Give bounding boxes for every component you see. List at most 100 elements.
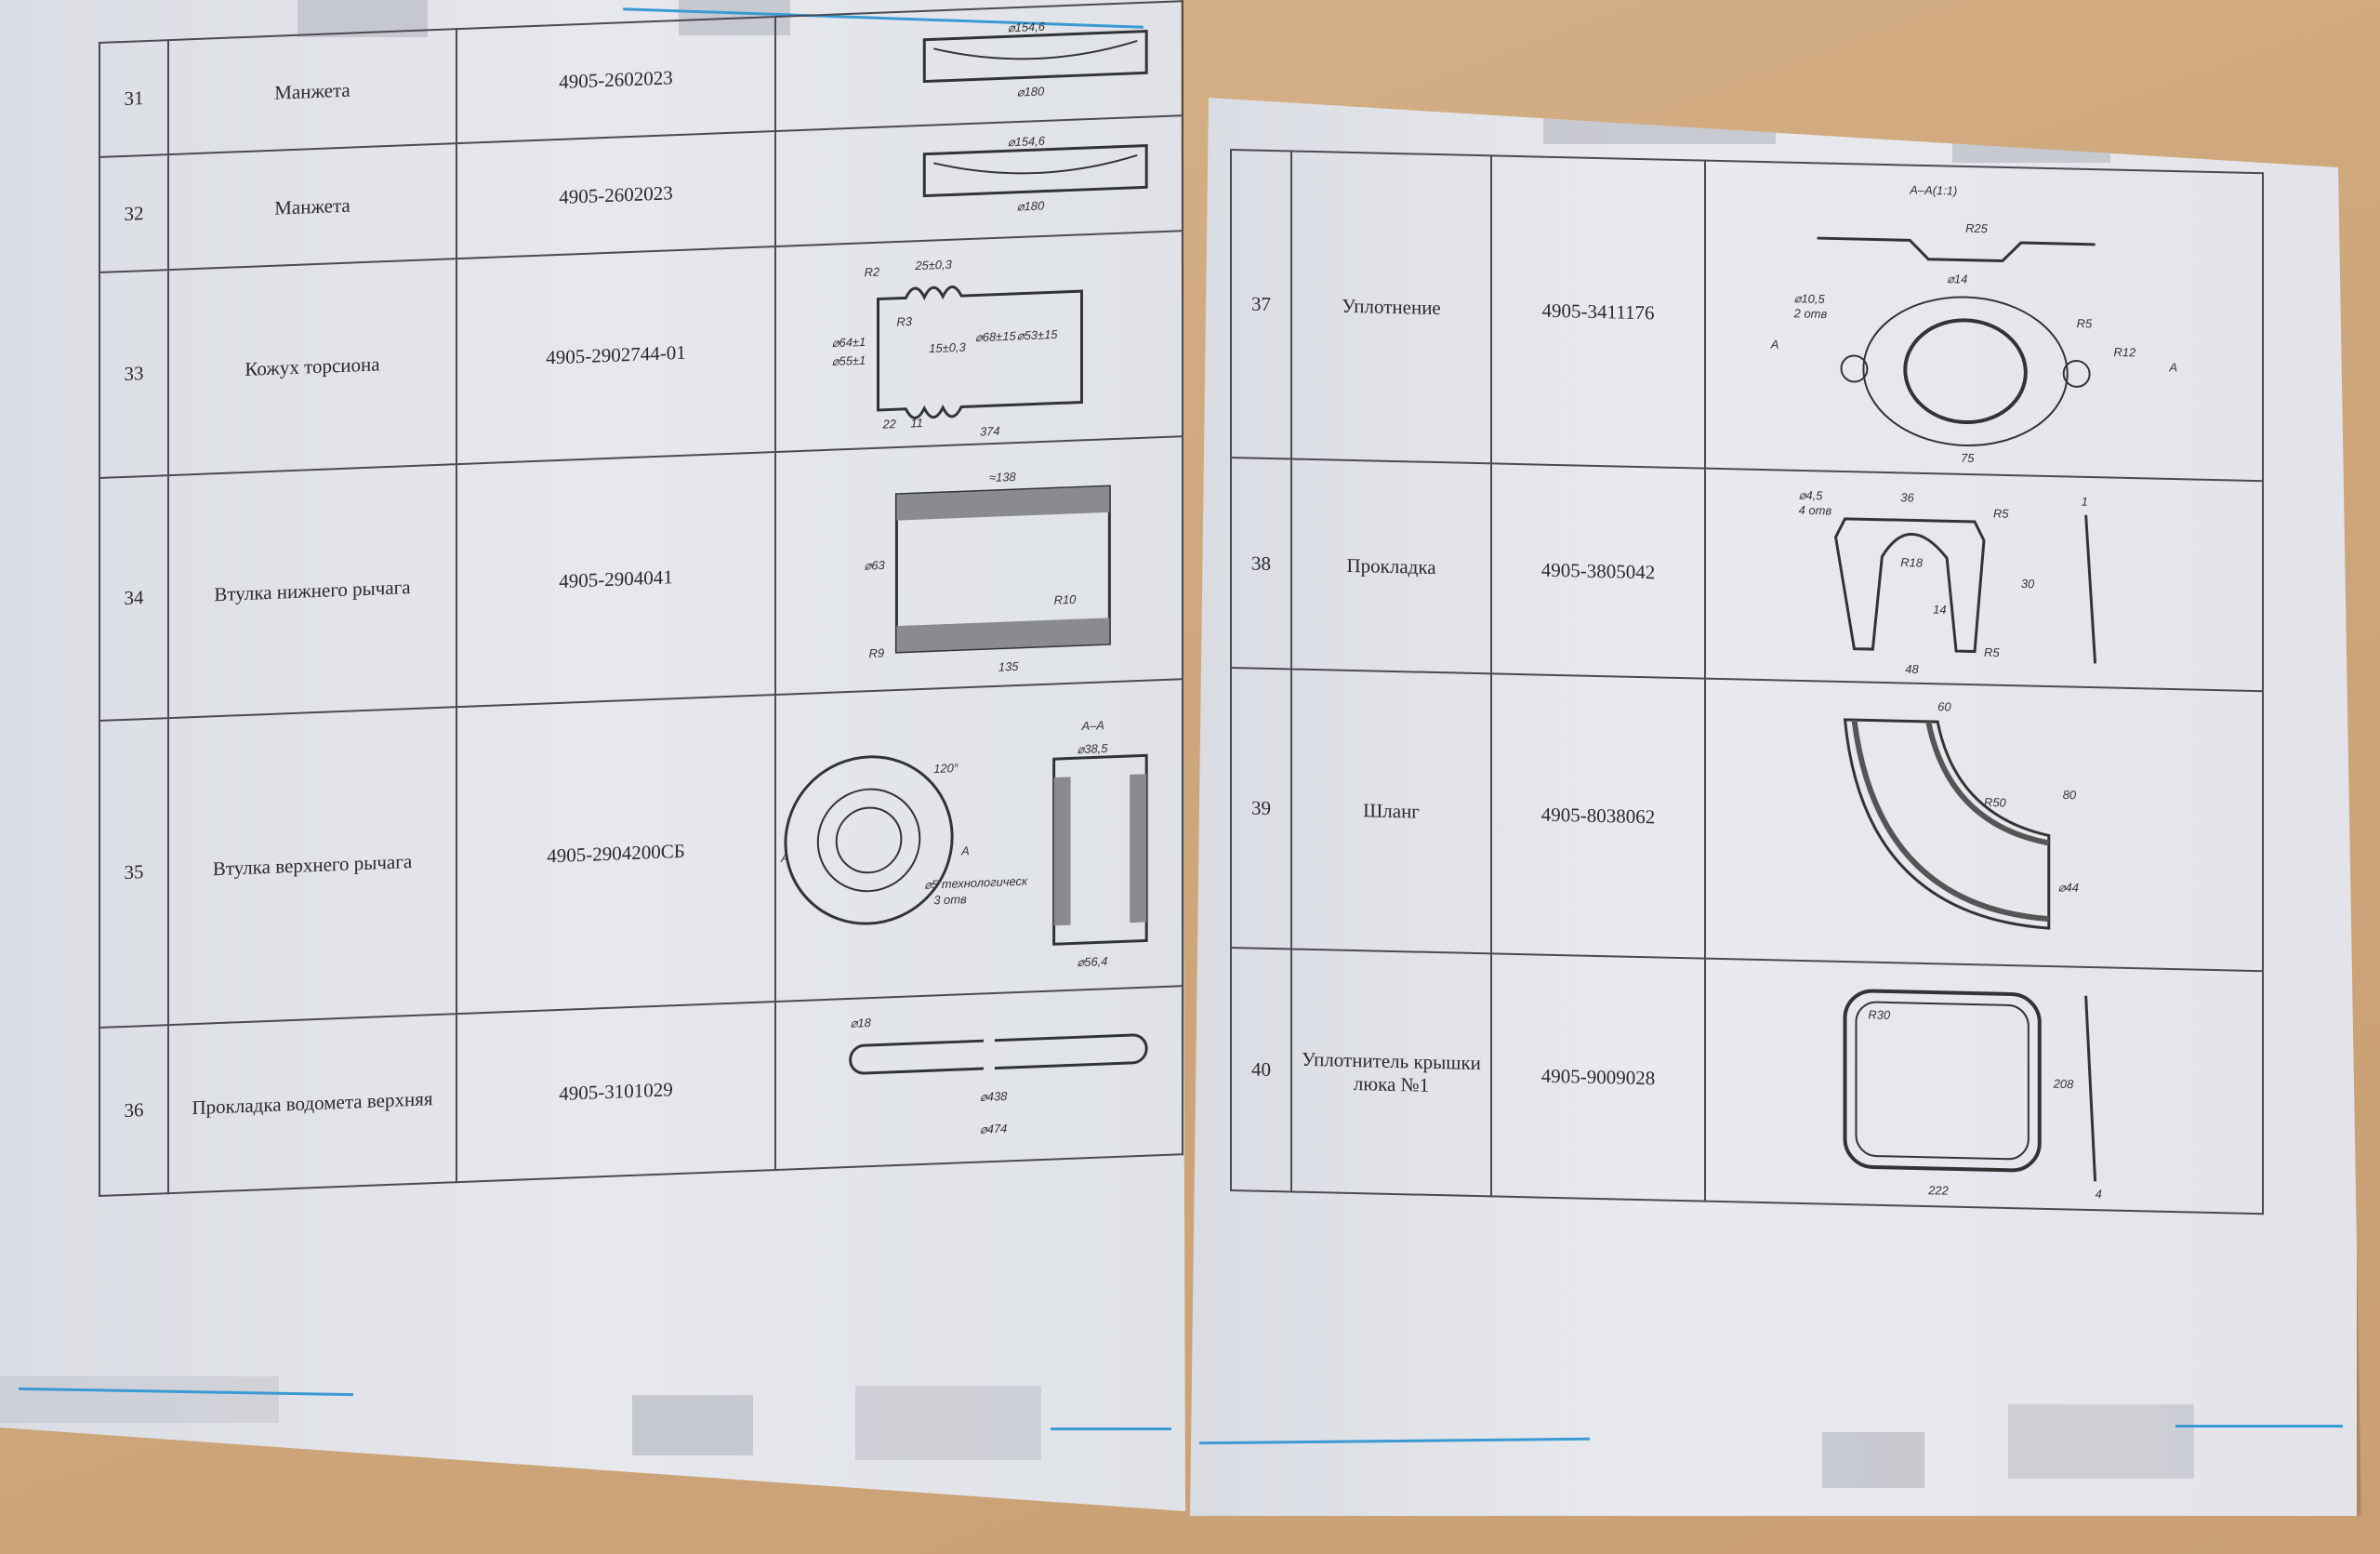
row-number: 32 [99,154,168,272]
header-decoration [298,0,428,37]
footer-blue-line [1051,1428,1171,1430]
dim-label: R5 [1984,645,2000,659]
section-marker: А [2168,360,2177,374]
part-drawing-cuff: ⌀154,6 ⌀180 [775,1,1183,132]
row-number: 37 [1231,150,1291,459]
dim-label: ≈138 [989,470,1016,485]
part-drawing-cuff: ⌀154,6 ⌀180 [775,115,1183,246]
header-decoration [679,0,790,35]
dim-label: ⌀44 [2058,881,2079,896]
part-drawing-torsion-boot: R2 25±0,3 R3 ⌀64±1 ⌀55±1 15±0,3 ⌀68±15 ⌀… [775,231,1183,452]
dim-label: R30 [1868,1008,1891,1023]
part-name: Шланг [1291,669,1491,954]
dim-label: ⌀64±1 [832,335,866,350]
part-drawing-upper-arm-bushing: А–А 120° А А ⌀5 технологическ 3 отв ⌀38,… [775,678,1183,1003]
footer-decoration [1822,1432,1924,1488]
part-drawing-lower-arm-bushing: ≈138 ⌀63 R10 R9 135 [775,436,1183,695]
dim-label: R18 [1900,555,1924,570]
row-number: 33 [99,269,168,478]
dim-label: 30 [2021,577,2035,591]
dim-label: 1 [2082,495,2088,509]
section-label: А–А(1:1) [1909,182,1957,197]
part-drawing-hatch-seal: R30 208 222 4 [1705,958,2263,1215]
dim-label: ⌀18 [851,1016,872,1030]
section-marker: А [1770,338,1779,352]
table-row: 36 Прокладка водомета верхняя 4905-31010… [99,986,1183,1197]
part-code: 4905-2904041 [456,451,775,707]
dim-label: ⌀438 [980,1089,1008,1104]
dim-label: 3 отв [933,892,967,907]
parts-table-left: 31 Манжета 4905-2602023 ⌀154,6 ⌀180 32 М… [99,0,1183,1197]
dim-label: ⌀180 [1017,199,1045,214]
table-row: 32 Манжета 4905-2602023 ⌀154,6 ⌀180 [99,115,1183,272]
table-row: 40 Уплотнитель крышки люка №1 4905-90090… [1231,948,2263,1215]
dim-label: R12 [2114,345,2136,360]
footer-blue-line [2175,1425,2343,1428]
part-drawing-hose: 60 R50 80 ⌀44 [1705,678,2263,972]
dim-label: 80 [2063,788,2077,802]
dim-label: ⌀4,5 [1799,488,1824,503]
dim-label: ⌀55±1 [832,353,866,368]
dim-label: 2 отв [1793,306,1828,321]
part-code: 4905-3805042 [1491,463,1705,679]
dim-label: 4 отв [1799,503,1832,518]
dim-label: ⌀63 [865,558,886,573]
section-label: А–А [1080,718,1104,733]
row-number: 38 [1231,457,1291,670]
dim-label: 14 [1933,603,1946,617]
table-row: 34 Втулка нижнего рычага 4905-2904041 ≈1… [99,436,1183,721]
dim-label: ⌀38,5 [1078,741,1109,756]
row-number: 34 [99,474,168,721]
dim-label: 48 [1905,662,1919,676]
part-name: Манжета [168,29,456,155]
dim-label: R5 [2077,316,2093,330]
part-drawing-gasket: ⌀4,5 4 отв 36 R5 R18 30 14 48 R5 1 [1705,468,2263,692]
dim-label: 25±0,3 [914,257,952,272]
dim-label: ⌀68±15 [975,328,1016,344]
dim-label: 208 [2053,1077,2074,1092]
table-row: 38 Прокладка 4905-3805042 ⌀4,5 4 отв 36 … [1231,457,2263,692]
header-decoration [1952,126,2110,163]
dim-label: ⌀154,6 [1008,134,1046,150]
part-code: 4905-2904200СБ [456,694,775,1015]
dim-label: ⌀14 [1947,272,1967,286]
dim-label: 222 [1927,1183,1949,1198]
left-page [0,0,1185,1511]
dim-label: 135 [998,659,1019,674]
footer-decoration [855,1386,1041,1460]
dim-label: ⌀5 технологическ [924,873,1028,891]
part-code: 4905-2602023 [456,17,775,144]
part-name: Кожух торсиона [168,259,456,475]
dim-label: R5 [1993,506,2009,520]
table-row: 33 Кожух торсиона 4905-2902744-01 R2 25±… [99,231,1183,478]
part-code: 4905-2902744-01 [456,246,775,465]
dim-label: ⌀10,5 [1794,291,1826,306]
part-name: Уплотнение [1291,151,1491,464]
footer-decoration [0,1376,279,1423]
dim-label: 36 [1900,490,1914,504]
dim-label: ⌀53±15 [1017,327,1058,343]
table-row: 37 Уплотнение 4905-3411176 А–А(1:1) R25 … [1231,150,2263,482]
part-drawing-water-jet-gasket: ⌀18 ⌀438 ⌀474 [775,986,1183,1171]
part-name: Прокладка [1291,458,1491,674]
part-name: Втулка верхнего рычага [168,706,456,1026]
part-name: Уплотнитель крышки люка №1 [1291,949,1491,1197]
dim-label: ⌀474 [980,1122,1007,1136]
footer-blue-line [1198,1437,1591,1445]
part-name: Манжета [168,143,456,270]
part-code: 4905-9009028 [1491,953,1705,1202]
dim-label: ⌀56,4 [1078,954,1108,969]
dim-label: 22 [881,417,895,432]
table-row: 31 Манжета 4905-2602023 ⌀154,6 ⌀180 [99,1,1183,158]
dim-label: 11 [910,416,922,431]
dim-label: 4 [2096,1187,2102,1201]
dim-label: R2 [865,264,880,279]
part-drawing-seal: А–А(1:1) R25 ⌀14 ⌀10,5 2 отв А А R5 R12 … [1705,160,2263,482]
part-code: 4905-3101029 [456,1002,775,1183]
dim-label: 60 [1937,699,1951,713]
dim-label: А [780,850,789,864]
dim-label: R10 [1054,592,1078,607]
row-number: 39 [1231,668,1291,950]
part-code: 4905-3411176 [1491,155,1705,469]
footer-decoration [2008,1404,2194,1479]
